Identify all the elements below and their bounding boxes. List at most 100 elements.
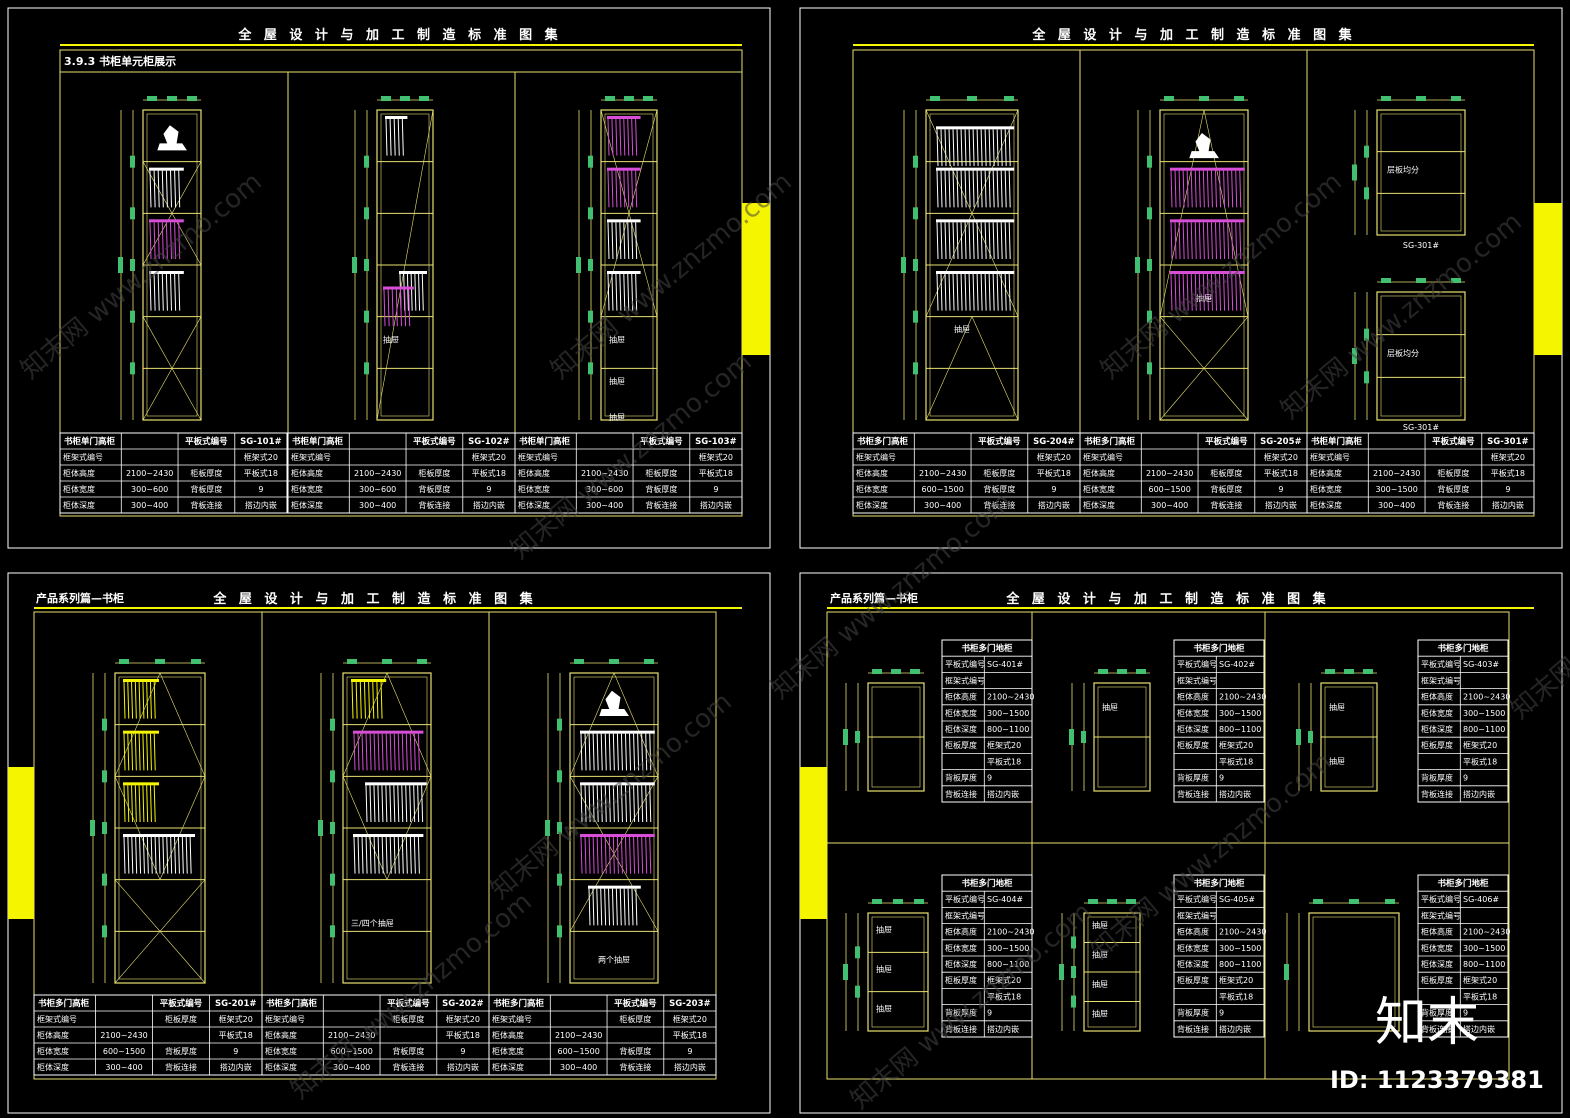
table-code: SG-402#	[1219, 660, 1255, 669]
book-spine	[980, 273, 983, 311]
drawer-label: 抽屉	[1329, 756, 1345, 766]
book-spine	[131, 785, 134, 823]
book-spine	[936, 222, 939, 260]
table-cell: 搭边内嵌	[1219, 789, 1251, 799]
book-spine	[174, 836, 177, 874]
book-spine	[373, 836, 376, 874]
dim-tick	[1381, 96, 1391, 101]
book-spine	[649, 836, 652, 874]
book-spine	[936, 273, 939, 311]
book-spine	[389, 785, 392, 823]
table-cell: 柜体宽度	[37, 1046, 69, 1056]
table-cell: 框架式20	[1037, 452, 1071, 462]
door-diagonal	[1159, 316, 1249, 421]
table-name: 书柜多门地柜	[1193, 643, 1245, 654]
book-spine	[964, 170, 967, 208]
drawer-label: 抽屉	[1092, 979, 1108, 989]
book-spine	[956, 222, 959, 260]
dim-tick	[557, 718, 562, 731]
table-cell: 300~1500	[987, 709, 1029, 718]
table-code: SG-405#	[1219, 895, 1255, 904]
book-spine	[401, 118, 404, 156]
dim-tick	[557, 873, 562, 886]
door-diagonal	[971, 316, 1019, 421]
table-cell: 2100~2430	[1373, 469, 1420, 478]
table-cell: 2100~2430	[126, 469, 173, 478]
drawer-label: 三/四个抽屉	[351, 918, 394, 928]
book-spine	[1004, 273, 1007, 311]
dim-tick	[1147, 155, 1152, 168]
book-spine	[1235, 170, 1238, 208]
dim-tick	[1059, 964, 1064, 980]
table-cell: 搭边内嵌	[674, 1062, 706, 1072]
table-name: 书柜多门地柜	[961, 878, 1013, 889]
book-spine	[150, 836, 153, 874]
dim-tick	[347, 659, 357, 664]
dim-tick	[609, 659, 619, 664]
book-spine	[1214, 170, 1217, 208]
drawer-label: 两个抽屉	[598, 954, 630, 964]
book-spine	[619, 170, 622, 208]
book-spine	[389, 836, 392, 874]
dim-tick	[1364, 187, 1369, 200]
dim-tick	[1352, 348, 1357, 364]
table-cell: 2100~2430	[1463, 928, 1510, 937]
side-tab	[742, 203, 770, 355]
book-spine	[1202, 222, 1205, 260]
door-diagonal	[114, 879, 206, 984]
dim-tick	[1135, 257, 1140, 273]
book-spine	[165, 222, 168, 260]
dim-tick	[1071, 936, 1076, 949]
table-name: 书柜多门地柜	[1437, 878, 1489, 889]
table-cell: 柜板厚度	[945, 740, 977, 750]
watermark-text: 知末网 www.znzmo.com	[1095, 167, 1347, 386]
table-cell: 背板厚度	[1421, 773, 1453, 783]
table-cell: 柜体深度	[63, 500, 95, 510]
drawer-label: 抽屉	[876, 925, 892, 935]
book-spine	[620, 836, 623, 874]
table-cell: 柜板厚度	[1437, 468, 1469, 478]
book-spine	[596, 733, 599, 771]
table-name: 书柜多门高柜	[266, 998, 318, 1009]
cabinet-code-label: SG-301#	[1403, 423, 1439, 432]
book-spine	[365, 733, 368, 771]
book-spine	[623, 222, 626, 260]
table-code: SG-403#	[1463, 660, 1499, 669]
book-spine	[616, 836, 619, 874]
table-cell: 2100~2430	[1219, 693, 1266, 702]
book-top	[149, 219, 184, 223]
watermark-text: 知末网 www.znzmo.com	[485, 687, 737, 906]
table-code: SG-204#	[1033, 437, 1075, 447]
table-cell: 600~1500	[330, 1047, 372, 1056]
book-spine	[627, 273, 630, 311]
table-name: 书柜单门高柜	[519, 436, 571, 447]
book-spine	[592, 836, 595, 874]
book-spine	[377, 785, 380, 823]
door-diagonal	[386, 672, 432, 777]
door-diagonal	[600, 109, 658, 317]
table-cell: 300~600	[586, 485, 623, 494]
table-cell: 300~1500	[1463, 709, 1505, 718]
book-spine	[976, 129, 979, 167]
book-spine	[588, 836, 591, 874]
dim-tick	[381, 96, 391, 101]
book-spine	[134, 681, 137, 719]
book-spine	[956, 129, 959, 167]
book-spine	[596, 836, 599, 874]
table-name: 书柜单门高柜	[64, 436, 116, 447]
book-spine	[1223, 273, 1226, 311]
table-name: 书柜单门高柜	[292, 436, 344, 447]
dim-tick	[843, 964, 848, 980]
table-code-label: 平板式编号	[185, 436, 228, 447]
book-spine	[637, 733, 640, 771]
table-cell: 柜体深度	[856, 500, 888, 510]
book-spine	[633, 785, 636, 823]
book-spine	[1239, 170, 1242, 208]
drawer-label: 层板均分	[1387, 165, 1419, 175]
book-spine	[1000, 222, 1003, 260]
cabinet-elevation	[118, 96, 202, 421]
table-cell: 搭边内嵌	[1463, 789, 1495, 799]
dim-tick	[382, 659, 392, 664]
